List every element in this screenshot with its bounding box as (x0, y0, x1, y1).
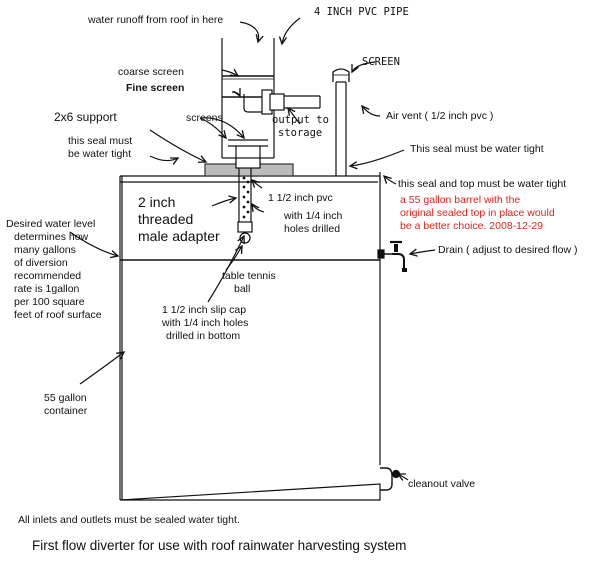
seal-label-1: this seal must (68, 135, 133, 147)
screen-label: SCREEN (362, 56, 400, 68)
note-label-1: a 55 gallon barrel with the (400, 194, 521, 206)
pvc-label-1: 1 1/2 inch pvc (268, 192, 333, 204)
container-label-1: 55 gallon (44, 392, 87, 404)
water-level-line-2: determines how (14, 231, 89, 243)
pvc-label-2: with 1/4 inch (284, 210, 343, 222)
water-level-line-8: feet of roof surface (14, 309, 102, 321)
seal-label-2: be water tight (68, 148, 132, 160)
footer-note: All inlets and outlets must be sealed wa… (18, 514, 240, 526)
runoff-label: water runoff from roof in here (88, 14, 224, 26)
cleanout-valve-drawing (380, 467, 401, 491)
note-label-3: be a better choice. 2008-12-29 (400, 220, 544, 232)
drain-faucet (377, 240, 407, 272)
output-label-2: storage (278, 127, 323, 139)
diagram-title: First flow diverter for use with roof ra… (32, 538, 407, 553)
water-level-line-4: of diversion (14, 257, 68, 269)
adapter-label-3: male adapter (138, 228, 220, 244)
pvc-label-3: holes drilled (284, 223, 341, 235)
water-level-line-7: per 100 square (14, 296, 85, 308)
inlet-pipe (221, 38, 275, 169)
support-label: 2x6 support (54, 110, 117, 124)
ball-label-2: ball (234, 283, 251, 295)
output-label-1: output to (272, 114, 329, 126)
water-level-line-6: rate is 1gallon (14, 283, 80, 295)
cleanout-label: cleanout valve (408, 478, 476, 490)
water-level-line-5: recommended (14, 270, 82, 282)
leader-arrows (69, 17, 436, 480)
air-vent (332, 68, 350, 176)
diverter-pipe (237, 168, 253, 233)
water-level-line-3: many gallons (14, 244, 76, 256)
water-level-line-1: Desired water level (6, 218, 96, 230)
coarse-screen-label: coarse screen (118, 66, 184, 78)
slip-cap-label-3: drilled in bottom (166, 330, 241, 342)
air-vent-label: Air vent ( 1/2 inch pvc ) (386, 110, 494, 122)
adapter-label-1: 2 inch (138, 194, 176, 210)
slip-cap-label-2: with 1/4 inch holes (162, 317, 249, 329)
output-elbow (243, 89, 321, 115)
slip-cap-label-1: 1 1/2 inch slip cap (162, 304, 247, 316)
screens-label: screens (186, 112, 223, 124)
container-label-2: container (44, 405, 88, 417)
seal-right-label: This seal must be water tight (410, 143, 544, 155)
seal-top-label: this seal and top must be water tight (398, 178, 567, 190)
note-label-2: original sealed top in place would (400, 207, 555, 219)
drain-label: Drain ( adjust to desired flow ) (438, 244, 578, 256)
fine-screen-label: Fine screen (126, 82, 185, 94)
ball-label-1: table tennis (222, 270, 276, 282)
pvc-pipe-label: 4 INCH PVC PIPE (314, 6, 409, 18)
adapter-label-2: threaded (138, 211, 194, 227)
